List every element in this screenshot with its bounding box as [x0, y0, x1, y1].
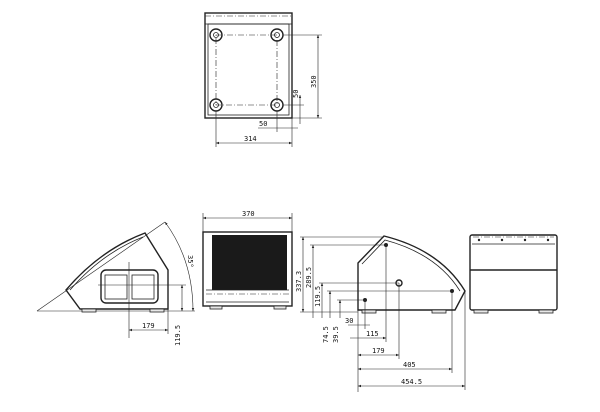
dim-74-5: 74.5 [322, 326, 330, 343]
grille [212, 235, 287, 290]
dim-39-5: 39.5 [332, 326, 340, 343]
dim-119-5-left: 119.5 [174, 325, 182, 346]
dim-angle-35: 35° [186, 255, 194, 268]
dim-405: 405 [403, 361, 416, 369]
side-view-left: 35° 179 119.5 [36, 221, 195, 346]
dim-350: 350 [310, 75, 318, 88]
dim-50-horizontal: 50 [259, 120, 267, 128]
dim-115: 115 [366, 330, 379, 338]
top-view: 350 50 50 314 [204, 12, 322, 147]
dim-30: 30 [345, 317, 353, 325]
dim-289-5: 289.5 [305, 267, 313, 288]
dim-314: 314 [244, 135, 257, 143]
foot-icon [209, 28, 284, 112]
rear-view [469, 234, 558, 314]
dim-119-5-right: 119.5 [314, 286, 322, 307]
dim-50-vertical: 50 [292, 90, 300, 98]
dim-179-left: 179 [142, 322, 155, 330]
side-view-right: 337.3 289.5 119.5 74.5 39.5 30 115 179 4… [295, 235, 466, 392]
dim-454-5: 454.5 [401, 378, 422, 386]
dim-370: 370 [242, 210, 255, 218]
front-view: 370 [202, 210, 293, 310]
dim-337-3: 337.3 [295, 271, 303, 292]
dim-179-right: 179 [372, 347, 385, 355]
